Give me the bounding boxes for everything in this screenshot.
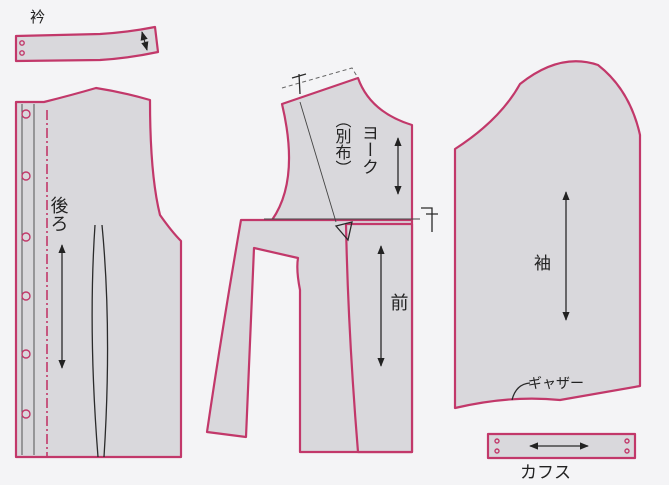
front-piece (205, 101, 438, 454)
sleeve-label: 袖 (534, 254, 551, 274)
back-piece (14, 86, 183, 459)
collar-piece (14, 25, 160, 63)
sleeve-piece (453, 60, 642, 410)
yoke-label: ヨーク (358, 124, 378, 175)
front-label: 前 (388, 293, 409, 311)
cuffs-piece (486, 432, 637, 460)
cuffs-label: カフス (520, 463, 571, 483)
yoke-note-label: （別布） (333, 112, 352, 176)
back-label: 後ろ (48, 196, 69, 232)
collar-label: 衿 (30, 8, 45, 26)
gather-label: ギャザー (528, 376, 584, 392)
